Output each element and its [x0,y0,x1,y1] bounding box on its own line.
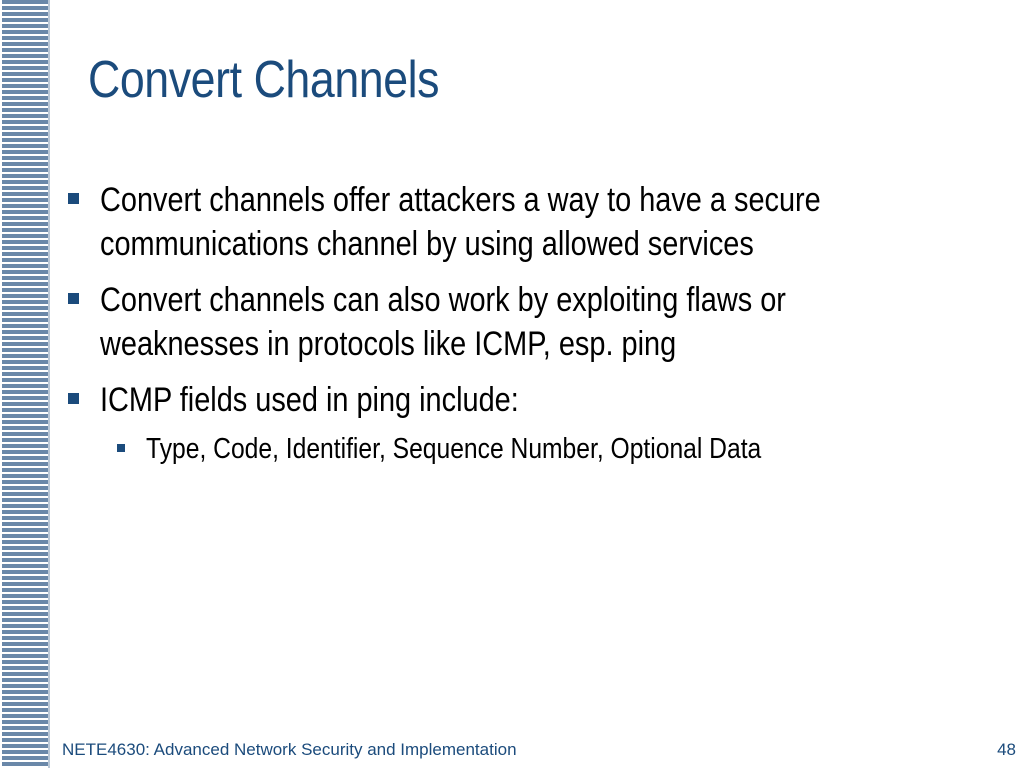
bullet-text: Convert channels offer attackers a way t… [100,181,821,263]
slide-title: Convert Channels [88,51,440,109]
stripe-pattern [2,0,48,768]
sub-bullet-text: Type, Code, Identifier, Sequence Number,… [146,433,762,465]
bullet-item: Convert channels offer attackers a way t… [60,178,960,266]
sub-bullet-item: Type, Code, Identifier, Sequence Number,… [60,430,960,468]
bullet-item: ICMP fields used in ping include: [60,378,960,422]
square-bullet-icon [68,293,79,304]
decorative-stripe-bar [0,0,52,768]
bullet-item: Convert channels can also work by exploi… [60,278,960,366]
square-bullet-icon [117,444,125,452]
bullet-list: Convert channels offer attackers a way t… [60,178,960,468]
footer-course-title: NETE4630: Advanced Network Security and … [62,740,517,759]
bullet-text: Convert channels can also work by exploi… [100,281,786,363]
bullet-text: ICMP fields used in ping include: [100,381,519,419]
square-bullet-icon [68,193,79,204]
stripe-edge [48,0,50,768]
page-number: 48 [997,740,1016,759]
square-bullet-icon [68,393,79,404]
